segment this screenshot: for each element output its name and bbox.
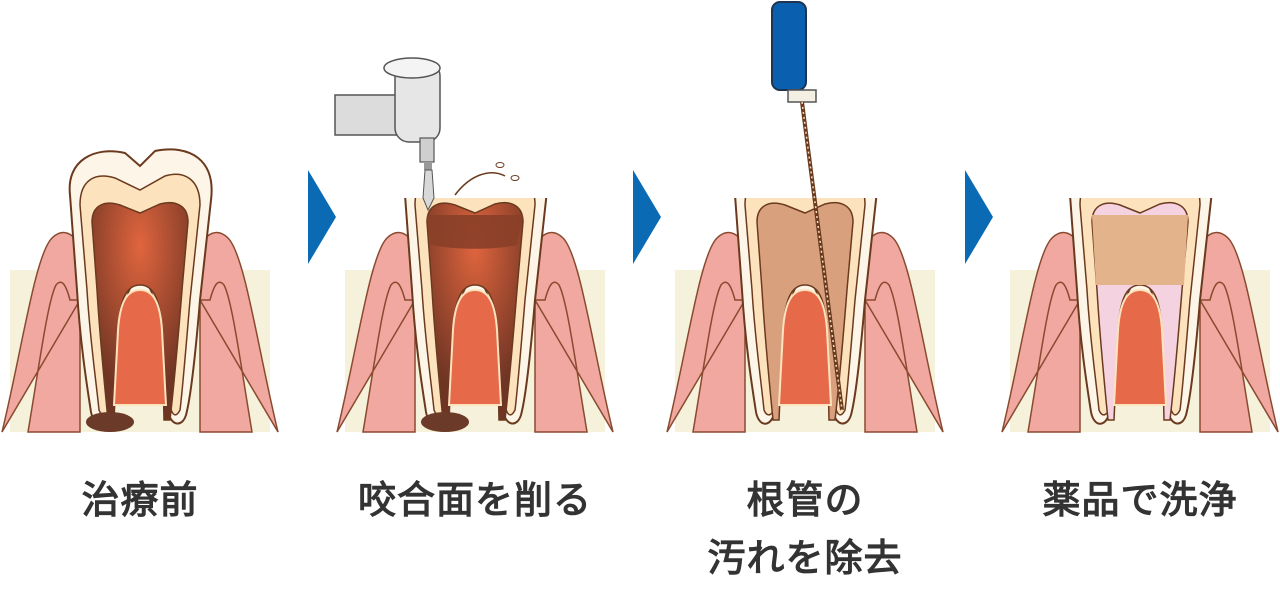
tooth-before-treatment (1, 148, 279, 433)
dental-drill-icon (334, 57, 520, 212)
tooth-occlusal-removed (336, 198, 614, 433)
step-label-canal-cleaning-line1: 根管の (746, 478, 864, 522)
endodontic-file-icon (771, 1, 844, 411)
step-label-occlusal-removal: 咬合面を削る (357, 478, 592, 522)
arrow-icon (965, 170, 993, 264)
step-label-canal-cleaning-line2: 汚れを除去 (707, 536, 903, 580)
arrow-icon (308, 170, 336, 264)
arrow-icon (633, 170, 661, 264)
tooth-chemical-irrigation (1001, 198, 1279, 433)
step-label-before-treatment: 治療前 (81, 478, 199, 522)
step-label-chemical-irrigation: 薬品で洗浄 (1042, 478, 1238, 522)
tooth-canal-cleaning (666, 198, 944, 433)
